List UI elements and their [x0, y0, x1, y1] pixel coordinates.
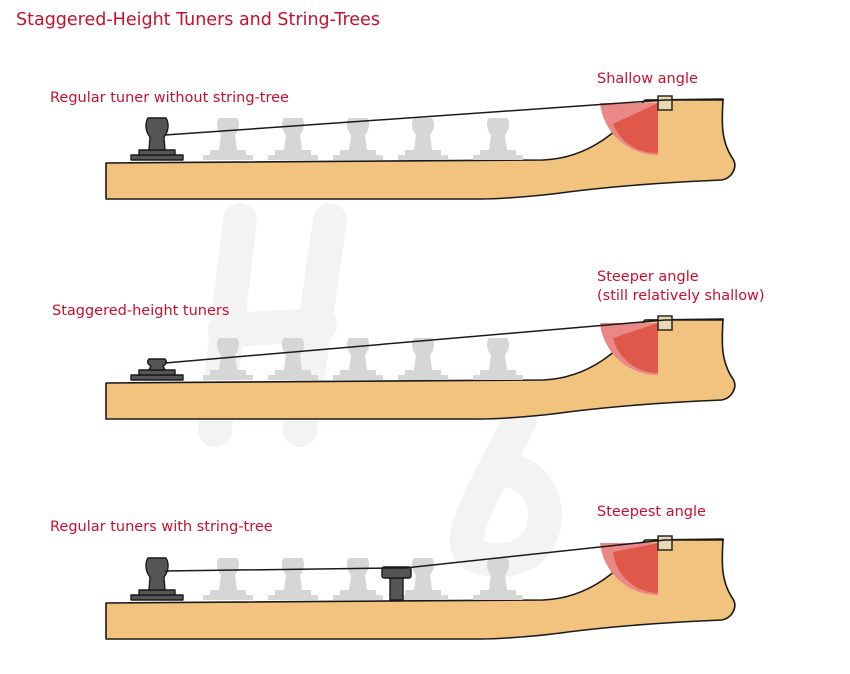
- string: [164, 539, 724, 572]
- tuner-ghost: [333, 558, 383, 600]
- angle-label-steeper: Steeper angle: [597, 269, 699, 285]
- angle-wedge-dark: [613, 323, 658, 374]
- panel-string-tree: [105, 535, 736, 640]
- angle-wedge-dark: [613, 103, 658, 154]
- tuner-ghost: [473, 558, 523, 600]
- tuner-ghost: [473, 118, 523, 160]
- tuner-active: [130, 557, 184, 601]
- panel-label-staggered: Staggered-height tuners: [52, 303, 230, 319]
- angle-wedge-dark: [613, 543, 658, 593]
- angle-label-shallow: Shallow angle: [597, 71, 698, 87]
- panel-regular-tuner: [105, 95, 736, 200]
- angle-label-steeper-note: (still relatively shallow): [597, 288, 765, 304]
- tuner-active: [130, 117, 184, 161]
- tuner-active: [130, 358, 184, 381]
- angle-indicator: [600, 543, 658, 596]
- nut: [657, 95, 673, 111]
- string: [164, 99, 724, 136]
- tuner-ghost: [203, 558, 253, 600]
- tuner-ghost: [398, 118, 448, 160]
- panel-staggered-tuners: [105, 315, 736, 420]
- tuner-ghost: [203, 118, 253, 160]
- angle-label-steepest: Steepest angle: [597, 504, 706, 520]
- tuner-ghost: [203, 338, 253, 380]
- tuner-ghost: [268, 558, 318, 600]
- string: [164, 319, 724, 364]
- angle-indicator: [600, 323, 658, 376]
- angle-indicator: [600, 103, 658, 156]
- panel-label-string-tree: Regular tuners with string-tree: [50, 519, 273, 535]
- nut: [657, 315, 673, 331]
- tuner-ghost: [473, 338, 523, 380]
- tuner-ghost: [333, 118, 383, 160]
- string-tree: [381, 566, 412, 601]
- nut: [657, 535, 673, 551]
- tuner-ghost: [398, 338, 448, 380]
- tuner-ghost: [268, 338, 318, 380]
- page-title: Staggered-Height Tuners and String-Trees: [16, 10, 380, 30]
- panel-label-regular: Regular tuner without string-tree: [50, 90, 289, 106]
